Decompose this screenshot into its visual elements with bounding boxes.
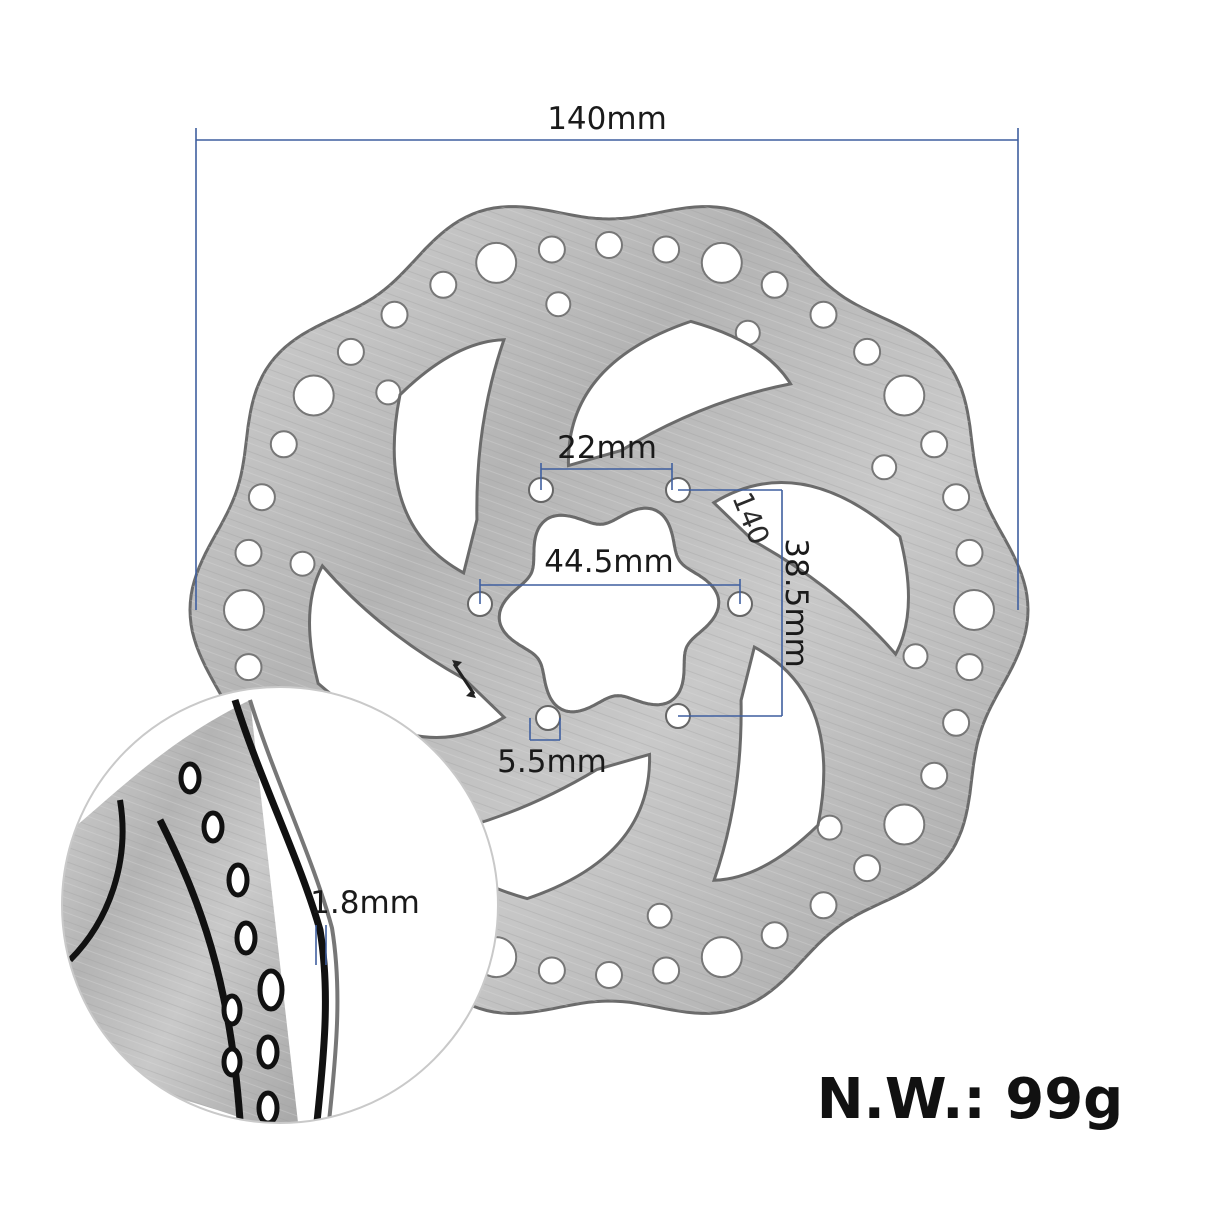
spoke-cutout <box>711 644 826 882</box>
vent-hole-inner <box>902 643 929 670</box>
rotation-arrow-icon <box>452 663 476 695</box>
vent-hole <box>955 538 984 567</box>
vent-hole <box>760 270 789 299</box>
bolt-spacing-label: 22mm <box>557 430 657 466</box>
vent-hole-inner <box>871 454 898 481</box>
vent-hole-inner <box>289 550 316 577</box>
bolt-hole-label: 5.5mm <box>497 744 607 780</box>
vent-hole-inner <box>545 291 572 318</box>
vent-hole <box>942 708 971 737</box>
vent-hole <box>652 235 681 264</box>
vent-hole <box>292 374 335 417</box>
vent-hole <box>883 803 926 846</box>
bolt-offset-label: 38.5mm <box>778 538 814 667</box>
vent-hole <box>380 300 409 329</box>
vent-hole <box>809 891 838 920</box>
vent-hole <box>475 241 518 284</box>
vent-hole <box>234 653 263 682</box>
vent-hole <box>595 231 623 259</box>
vent-hole <box>955 653 984 682</box>
outer-diameter-label: 140mm <box>547 101 667 137</box>
vent-hole <box>595 961 623 989</box>
vent-hole <box>537 956 566 985</box>
vent-hole <box>853 854 882 883</box>
vent-hole <box>883 374 926 417</box>
vent-hole <box>760 921 789 950</box>
dimension-lines <box>195 128 1019 741</box>
vent-hole <box>537 235 566 264</box>
vent-hole <box>953 589 995 631</box>
hub-cutout <box>497 506 721 714</box>
vent-hole <box>700 936 743 979</box>
vent-hole <box>920 761 949 790</box>
vent-hole <box>942 483 971 512</box>
vent-hole-inner <box>375 379 402 406</box>
bolt-hole <box>535 705 561 731</box>
spoke-cutout <box>566 319 793 468</box>
thickness-detail-zoom <box>61 686 499 1124</box>
vent-hole <box>429 270 458 299</box>
net-weight-label: N.W.: 99g <box>817 1067 1124 1132</box>
vent-hole <box>700 241 743 284</box>
spoke-cutout <box>308 563 507 739</box>
vent-hole-inner <box>816 814 843 841</box>
vent-hole <box>269 430 298 459</box>
spoke-cutout <box>711 481 910 657</box>
vent-hole <box>336 337 365 366</box>
vent-hole <box>809 300 838 329</box>
vent-hole <box>920 430 949 459</box>
bolt-circle-label: 44.5mm <box>544 544 673 580</box>
vent-hole <box>247 483 276 512</box>
vent-hole <box>234 538 263 567</box>
thickness-label: 1.8mm <box>310 885 420 921</box>
vent-hole <box>652 956 681 985</box>
spoke-cutout <box>392 338 507 576</box>
vent-hole-inner <box>646 902 673 929</box>
vent-hole <box>853 337 882 366</box>
rotation-arrow-heads <box>452 660 476 698</box>
vent-hole <box>223 589 265 631</box>
